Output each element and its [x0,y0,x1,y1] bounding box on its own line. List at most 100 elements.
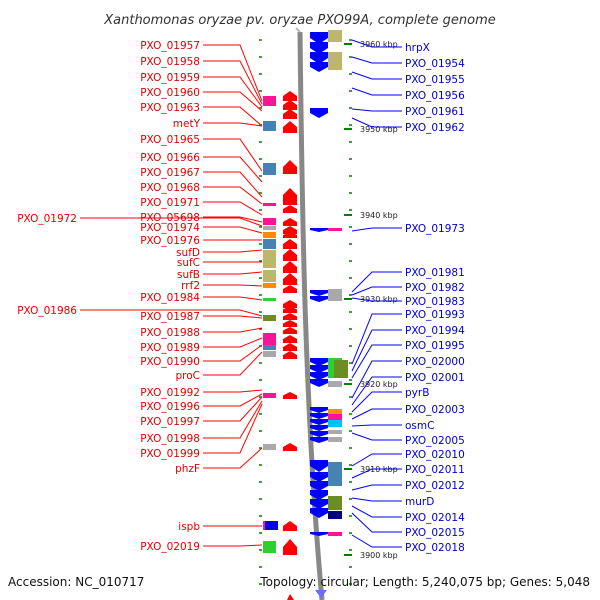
left-strand-arrow [283,392,297,399]
right-strand-arrow [310,508,328,518]
gene-label-right: PXO_01983 [405,296,465,308]
leader-line-left [203,344,263,362]
right-gene-labels: hrpXPXO_01954PXO_01955PXO_01956PXO_01961… [405,42,465,554]
gene-label-left: PXO_01997 [140,416,200,428]
right-strand-arrow [310,490,328,500]
gene-box [263,333,276,345]
left-strand-arrow [283,226,297,234]
left-strand-arrow [283,273,297,285]
gene-label-left: rrf2 [181,280,200,292]
right-strand-arrow [310,460,328,472]
gene-label-left: PXO_01974 [140,222,200,234]
gene-label-right: osmC [405,420,434,432]
map-title: Xanthomonas oryzae pv. oryzae PXO99A, co… [103,13,496,28]
gene-box [263,298,276,301]
gene-box [263,218,276,225]
gene-label-left: PXO_01959 [140,72,200,84]
gene-label-left: PXO_01990 [140,356,200,368]
leader-line-right [351,408,402,420]
gene-label-right: hrpX [405,42,430,54]
gene-box [328,430,342,434]
leader-line-right [351,432,402,441]
right-strand-arrow [310,228,328,232]
leader-line-right [351,71,402,80]
right-strand-arrow [310,407,328,413]
leader-line-right [351,453,402,467]
right-strand-arrow [310,62,328,72]
gene-box [328,414,342,420]
kbp-label: 3950 kbp [360,125,398,134]
leader-line-left [80,217,263,227]
leader-line-left [203,156,263,183]
leader-line-left [203,76,263,108]
leader-line-right [351,313,402,365]
gene-label-right: PXO_02014 [405,512,465,524]
gene-label-right: PXO_01994 [405,325,465,337]
leader-line-left [203,315,263,319]
left-strand-arrow [283,160,297,174]
leader-line-right [351,484,402,491]
left-strand-features [263,91,297,600]
right-leader-lines [351,39,402,548]
leader-line-left [203,544,263,547]
leader-line-right [351,227,402,232]
right-strand-arrow [310,296,328,302]
kbp-label: 3900 kbp [360,551,398,560]
gene-box [263,239,276,249]
gene-box [263,232,276,238]
gene-label-left: PXO_01957 [140,40,200,52]
leader-line-left [203,91,263,112]
left-strand-arrow [283,443,297,451]
gene-box [263,283,276,288]
left-strand-arrow [283,300,297,308]
gene-label-left: PXO_01967 [140,167,200,179]
gene-box [328,52,342,70]
gene-label-left: PXO_01998 [140,433,200,445]
gene-label-right: PXO_02003 [405,404,465,416]
gene-box [263,250,276,268]
gene-label-left: PXO_01976 [140,235,200,247]
gene-label-right: PXO_01962 [405,122,465,134]
gene-label-right: PXO_02000 [405,356,465,368]
left-strand-arrow [283,218,297,226]
topology-label: Topology: circular; Length: 5,240,075 bp… [259,575,590,589]
gene-box [263,96,276,106]
leader-line-right [351,376,402,406]
gene-box [263,315,276,321]
gene-label-right: PXO_01955 [405,74,465,86]
left-strand-arrow [283,285,297,293]
leader-line-right [351,468,402,479]
leader-line-right [351,56,402,64]
gene-label-right: PXO_01954 [405,58,465,70]
left-strand-arrow [283,327,297,334]
gene-label-left: PXO_01992 [140,387,200,399]
gene-box [263,226,276,230]
right-strand-arrow [310,472,328,482]
right-strand-arrow [310,372,328,380]
left-strand-arrow [283,313,297,320]
gene-label-left: sufB [177,269,200,281]
gene-box [263,393,276,398]
gene-label-left: PXO_01965 [140,134,200,146]
leader-line-left [203,400,263,439]
leader-line-right [351,424,402,427]
gene-label-left: PXO_01999 [140,448,200,460]
gene-label-left: PXO_01968 [140,182,200,194]
leader-line-right [351,360,402,399]
leader-line-right [351,117,402,128]
gene-label-left: PXO_01986 [17,305,77,317]
leader-line-right [351,286,402,296]
gene-label-right: PXO_01973 [405,223,465,235]
right-strand-arrow [310,358,328,366]
left-strand-arrow [283,109,297,119]
right-strand-arrow [310,42,328,54]
leader-line-left [203,122,263,127]
left-strand-arrow [283,249,297,261]
left-strand-arrow [283,232,297,238]
leader-line-left [203,403,263,454]
gene-box [263,163,276,175]
leader-line-left [203,327,263,333]
gene-box [263,351,276,357]
gene-box [328,420,342,427]
